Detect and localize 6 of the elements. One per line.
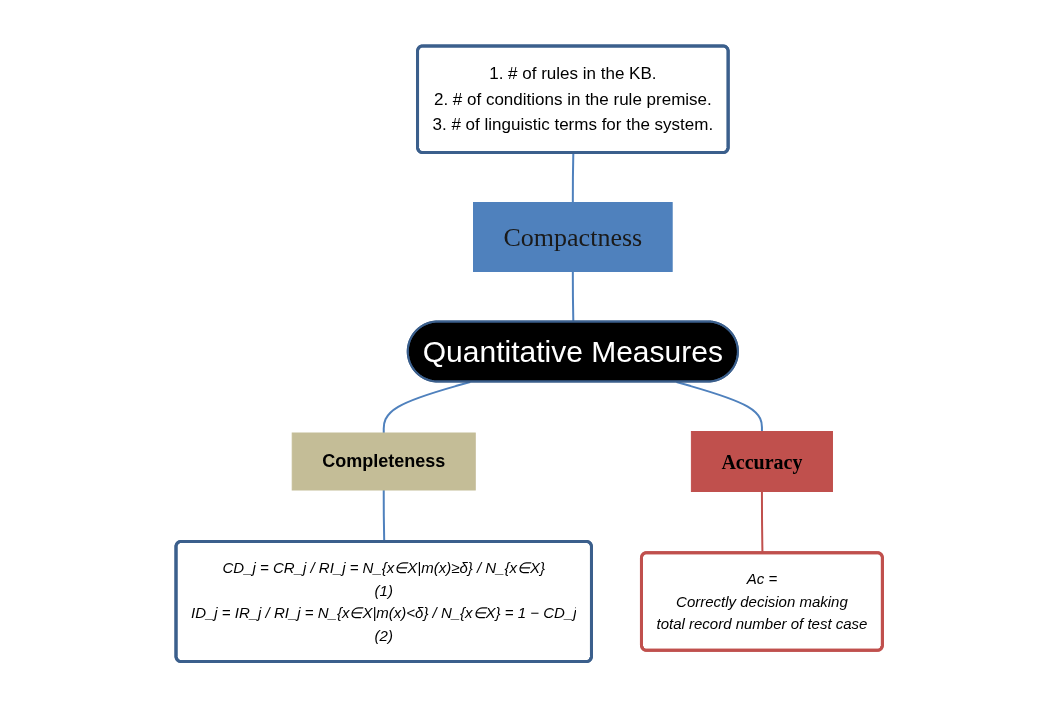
connector (382, 380, 471, 434)
connector (675, 380, 763, 433)
node-box: Compactness (472, 201, 673, 272)
connector (571, 270, 575, 323)
node-box: Accuracy (690, 430, 833, 492)
node-box: Completeness (291, 432, 476, 491)
